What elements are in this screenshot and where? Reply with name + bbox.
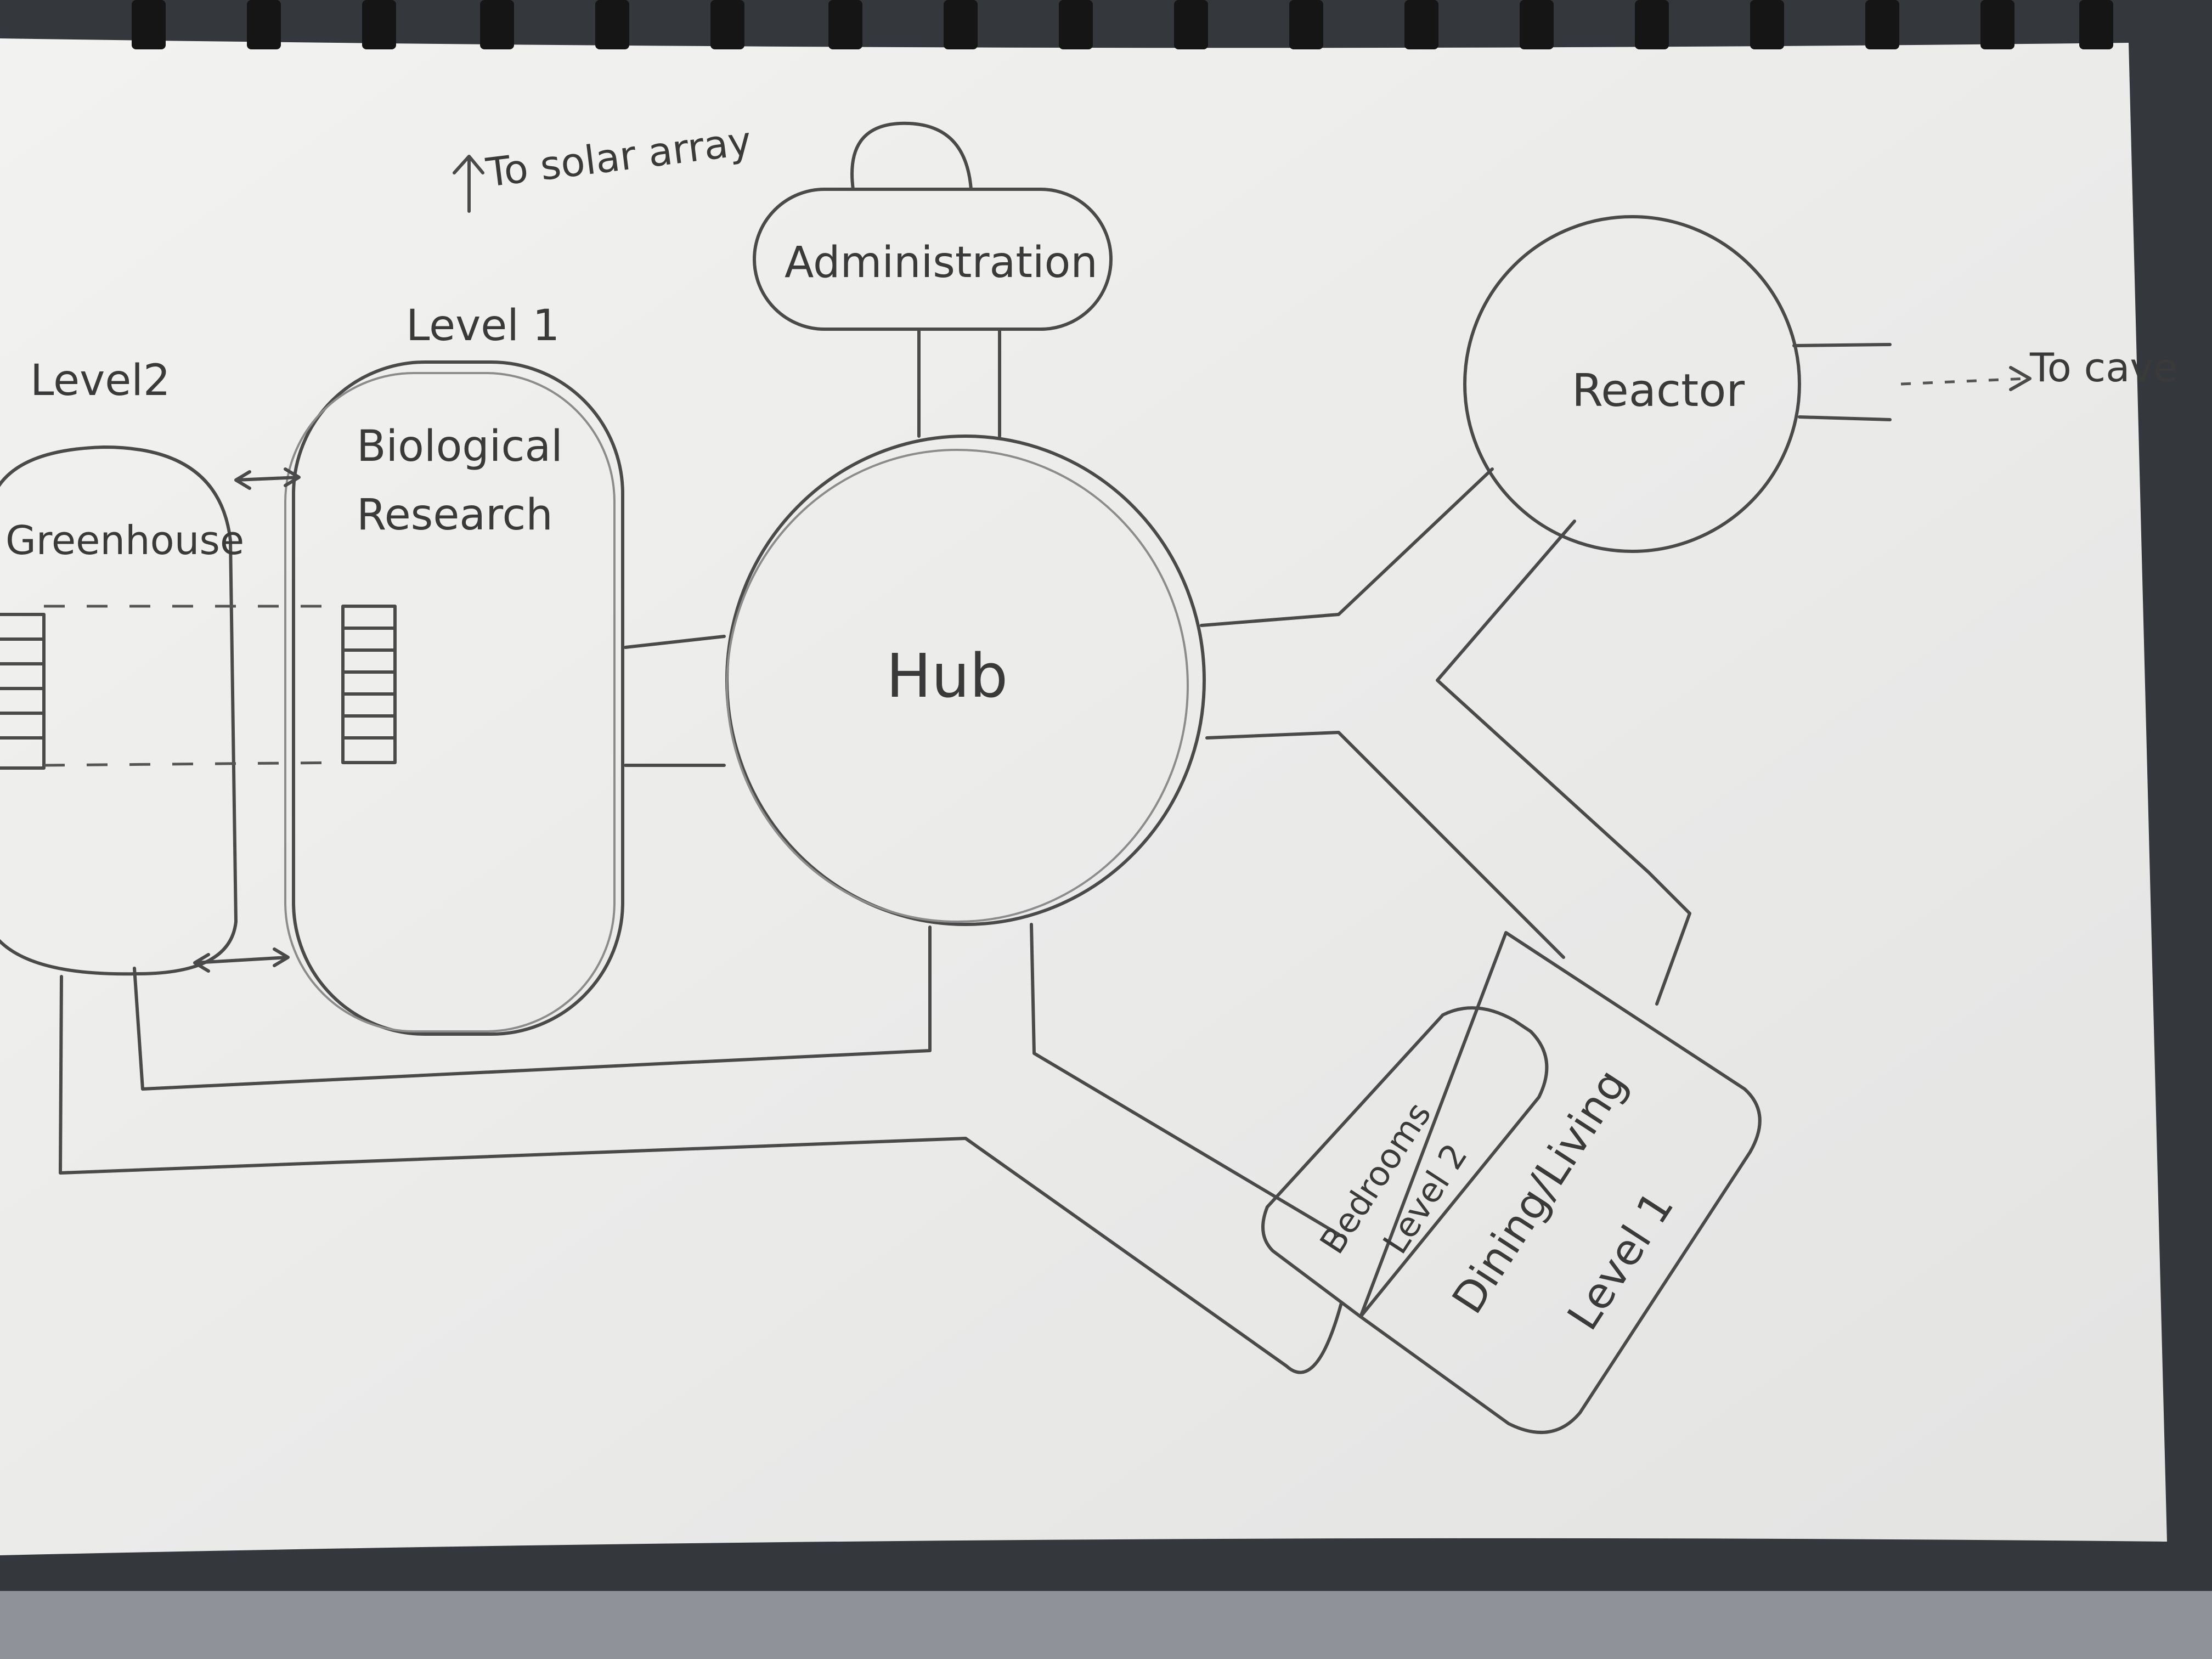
stairs-greenhouse (0, 613, 46, 770)
spiral-binding (132, 0, 2113, 49)
greenhouse-room (0, 445, 238, 976)
stairs-biological-research (341, 605, 397, 764)
dining-living-room (1359, 931, 1762, 1434)
administration-room (753, 188, 1113, 331)
biological-research-level-label: Level 1 (406, 301, 560, 351)
hub-label: Hub (886, 641, 1008, 711)
cave-note: To cave (2029, 345, 2177, 391)
biological-label: Biological (357, 422, 563, 471)
double-arrow-top (234, 467, 301, 490)
research-label: Research (357, 490, 553, 540)
level-dashes-bottom (43, 761, 343, 767)
greenhouse-label: Greenhouse (5, 517, 244, 563)
bedrooms-room (1261, 1006, 1549, 1318)
solar-arrow (453, 155, 484, 213)
fabric-background (0, 1591, 2212, 1659)
reactor-label: Reactor (1572, 365, 1745, 417)
administration-dome (850, 121, 973, 191)
reactor-room (1463, 215, 1801, 553)
administration-label: Administration (785, 238, 1098, 287)
paper-sheet (0, 38, 2167, 1555)
greenhouse-level-label: Level2 (30, 356, 171, 405)
double-arrow-bottom (193, 947, 290, 973)
corridors (59, 328, 1892, 1374)
cave-arrow (1900, 366, 2032, 391)
biological-research-room (292, 360, 624, 1036)
